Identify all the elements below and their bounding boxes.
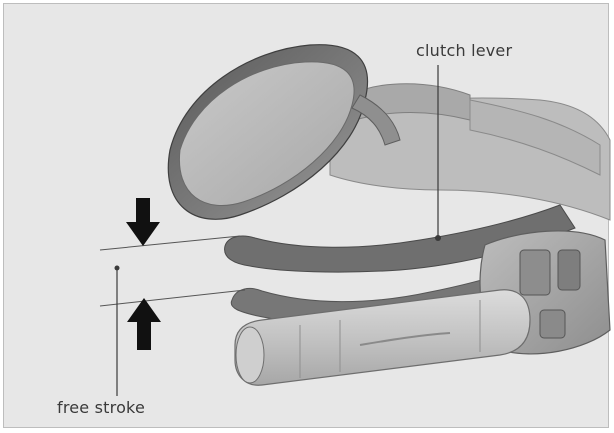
free-stroke-guides (100, 236, 245, 306)
clutch-lever-label: clutch lever (410, 39, 518, 62)
down-arrow-icon (126, 198, 160, 246)
up-arrow-icon (127, 298, 161, 350)
free-stroke-callout-dot (115, 266, 120, 271)
free-stroke-label: free stroke (51, 396, 151, 419)
clutch-lever-callout-dot (435, 235, 441, 241)
